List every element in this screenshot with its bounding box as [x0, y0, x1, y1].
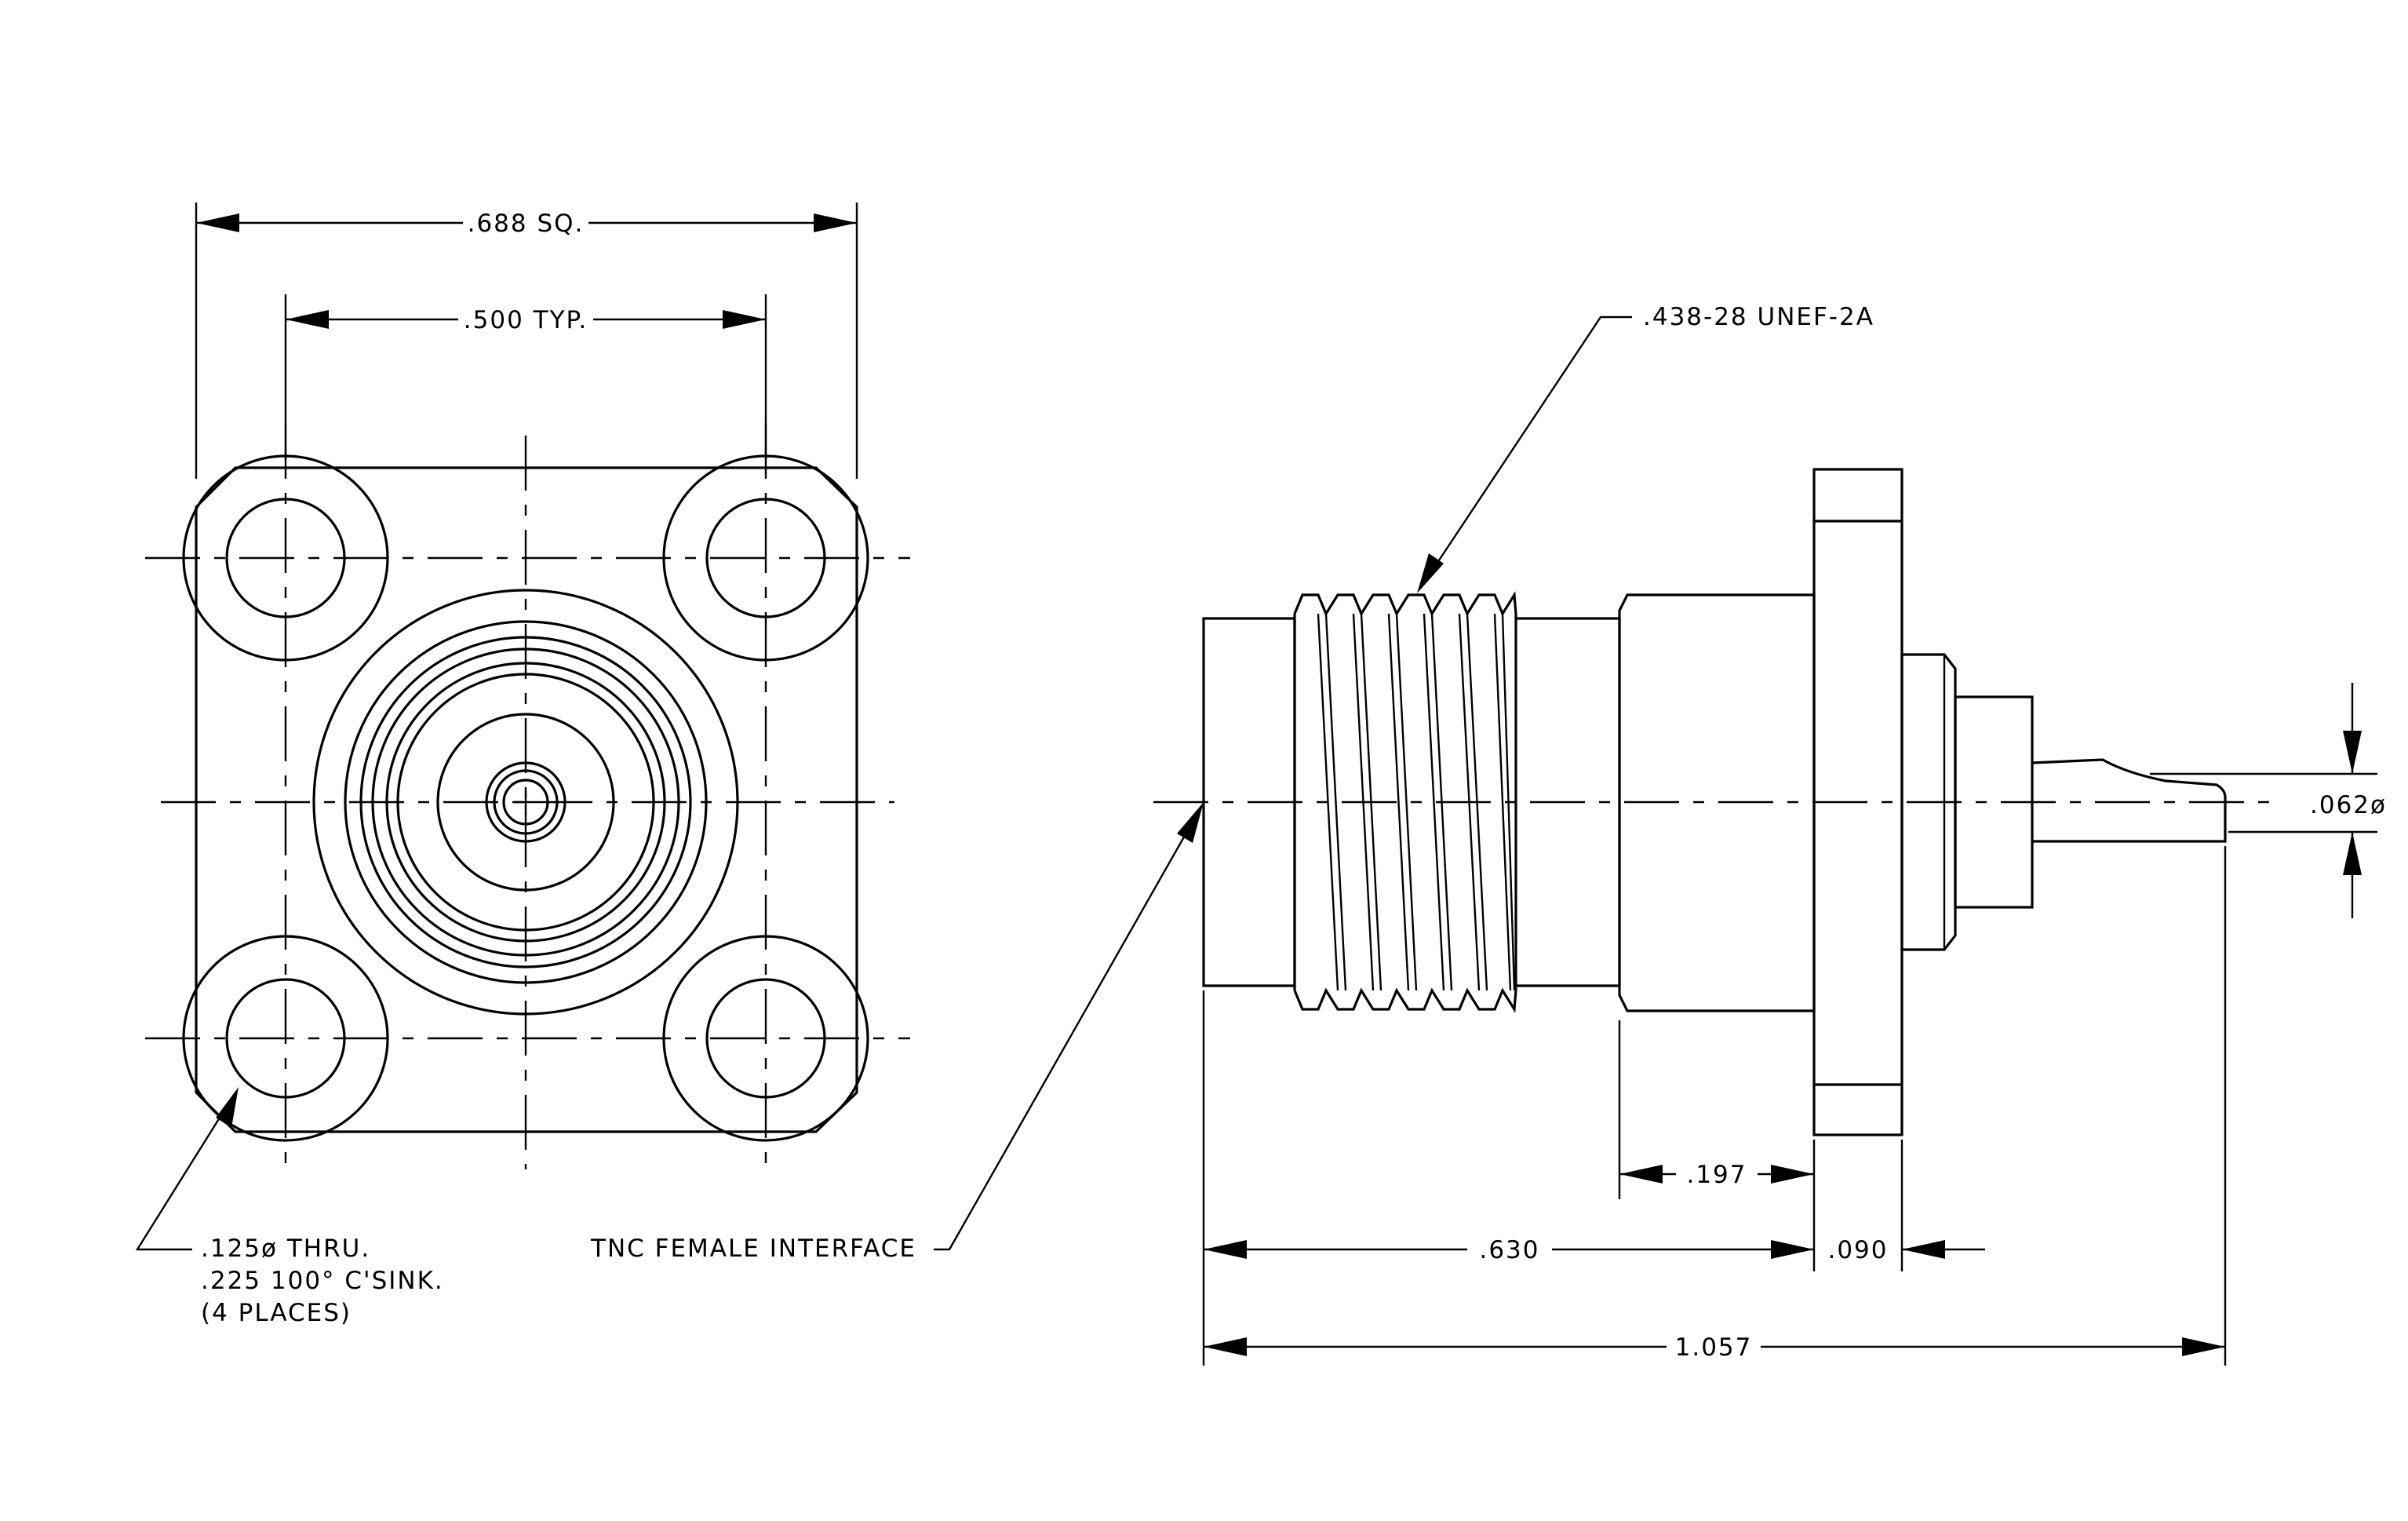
thread-label: .438-28 UNEF-2A [1643, 303, 1874, 331]
interface-callout: TNC FEMALE INTERFACE [590, 802, 1204, 1263]
hole-spacing-label: .500 TYP. [464, 306, 588, 334]
hole-callout-line-3: (4 PLACES) [201, 1299, 352, 1327]
contact-pin [2031, 758, 2227, 843]
dim-1057: 1.057 [1204, 846, 2227, 1366]
interface-label: TNC FEMALE INTERFACE [590, 1235, 916, 1263]
dim-090: .090 [1827, 1140, 1985, 1271]
dim-500-typ: .500 TYP. [284, 294, 767, 459]
width-label: .688 SQ. [468, 210, 585, 238]
flange-offset-label: .197 [1686, 1161, 1747, 1189]
dim-630: .630 [1202, 990, 1814, 1366]
front-view: .688 SQ. .500 TYP. .125ø THRU. .225 100°… [135, 202, 910, 1327]
hole-callout: .125ø THRU. .225 100° C'SINK. (4 PLACES) [135, 1087, 444, 1327]
overall-length-label: 1.057 [1675, 1333, 1753, 1362]
side-view: .438-28 UNEF-2A TNC FEMALE INTERFACE .06… [590, 303, 2387, 1366]
dim-062-dia: .062ø [2150, 683, 2387, 918]
thread-callout: .438-28 UNEF-2A [1417, 303, 1874, 593]
flange-outline [195, 466, 858, 1133]
dim-688-sq: .688 SQ. [195, 202, 858, 479]
hole-callout-line-1: .125ø THRU. [201, 1235, 370, 1263]
body-length-label: .630 [1479, 1236, 1539, 1264]
hole-callout-line-2: .225 100° C'SINK. [201, 1267, 444, 1295]
pin-dia-label: .062ø [2310, 791, 2387, 819]
dim-197: .197 [1618, 1020, 1816, 1271]
front-centerlines [145, 424, 910, 1177]
flange-thickness-label: .090 [1827, 1236, 1888, 1264]
